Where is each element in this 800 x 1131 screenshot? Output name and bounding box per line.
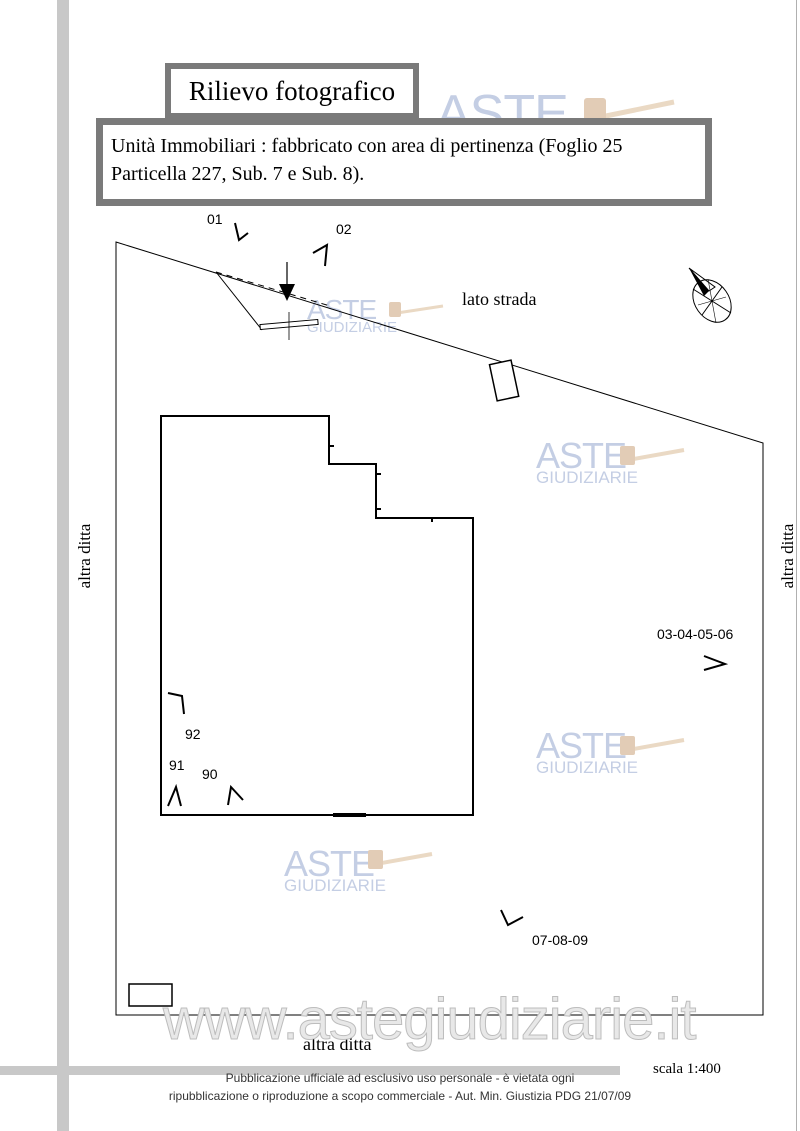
gavel-icon (620, 736, 685, 755)
photo-point-label: 07-08-09 (532, 932, 589, 948)
gavel-icon (389, 302, 444, 317)
view-marker-92 (167, 692, 185, 715)
site-watermark: www.astegiudiziarie.it (162, 987, 696, 1053)
entrance-arrow-head (279, 284, 295, 301)
page-title: Rilievo fotografico (171, 69, 413, 113)
neighbor-left-label: altra ditta (75, 523, 94, 589)
title-frame: Rilievo fotografico (165, 63, 419, 119)
gavel-icon (584, 98, 675, 124)
description-text: Unità Immobiliari : fabbricato con area … (103, 125, 705, 199)
view-marker-90 (227, 784, 244, 806)
gavel-icon (620, 446, 685, 465)
right-margin-line (796, 0, 797, 1131)
photo-point-label: 92 (185, 726, 201, 742)
footer-line-1: Pubblicazione ufficiale ad esclusivo uso… (225, 1071, 575, 1085)
view-marker-01 (234, 222, 249, 242)
view-marker-91 (167, 783, 182, 807)
description-frame: Unità Immobiliari : fabbricato con area … (96, 118, 712, 206)
gavel-icon (368, 850, 433, 869)
photo-point-label: 02 (336, 221, 352, 237)
aste-watermark-lower: ASTE GIUDIZIARIE (536, 728, 685, 776)
dashed-setback-line (215, 271, 331, 307)
bottom-margin-bar (0, 1066, 620, 1075)
aste-watermark-road: ASTE GIUDIZIARIE (307, 296, 444, 335)
small-structure-bottom (128, 983, 173, 1007)
north-arrow-icon (688, 267, 732, 324)
photo-point-label: 91 (169, 757, 185, 773)
road-label: lato strada (462, 289, 537, 309)
footer-line-2: ripubblicazione o riproduzione a scopo c… (168, 1089, 632, 1103)
description-line-2: Particella 227, Sub. 7 e Sub. 8). (111, 163, 365, 185)
small-structure (488, 359, 520, 402)
access-wedge (215, 271, 263, 331)
photo-point-label: 03-04-05-06 (657, 626, 734, 642)
photo-point-label: 90 (202, 766, 218, 782)
view-marker-02 (312, 243, 329, 267)
scale-label: scala 1:400 (653, 1061, 721, 1077)
view-marker-07-09 (500, 909, 524, 927)
neighbor-bottom-label: altra ditta (303, 1034, 372, 1054)
building-outline (160, 415, 474, 816)
view-marker-03-06 (703, 655, 729, 671)
description-line-1: Unità Immobiliari : fabbricato con area … (111, 135, 623, 157)
aste-watermark-bottom: ASTE GIUDIZIARIE (284, 846, 433, 894)
aste-watermark-mid: ASTE GIUDIZIARIE (536, 438, 685, 486)
neighbor-right-label: altra ditta (778, 523, 797, 589)
left-margin-bar (57, 0, 69, 1131)
photo-point-label: 01 (207, 211, 223, 227)
lot-boundary (115, 241, 764, 1016)
